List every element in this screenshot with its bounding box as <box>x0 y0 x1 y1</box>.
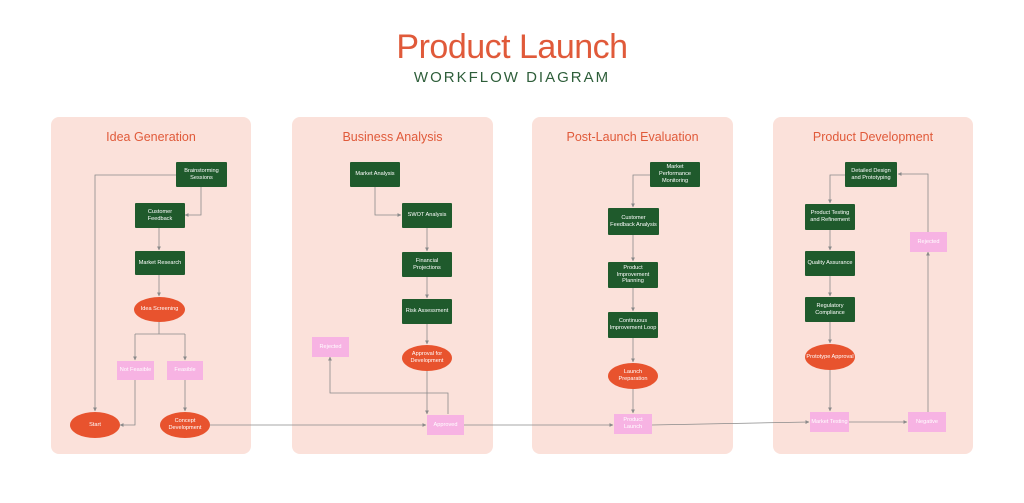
node-risk-assessment[interactable]: Risk Assessment <box>402 299 452 324</box>
node-rejected-business[interactable]: Rejected <box>312 337 349 357</box>
node-market-performance-monitoring[interactable]: Market Performance Monitoring <box>650 162 700 187</box>
node-market-testing[interactable]: Market Testing <box>810 412 849 432</box>
node-concept-development[interactable]: Concept Development <box>160 412 210 438</box>
node-feasible[interactable]: Feasible <box>167 361 203 380</box>
node-not-feasible[interactable]: Not Feasible <box>117 361 154 380</box>
node-idea-screening[interactable]: Idea Screening <box>134 297 185 322</box>
link-approved-to-rejected <box>328 356 449 414</box>
panel-title-product-development: Product Development <box>812 130 934 144</box>
page-title: Product Launch <box>396 28 628 66</box>
node-quality-assurance[interactable]: Quality Assurance <box>805 251 855 276</box>
node-negative[interactable]: Negative <box>908 412 946 432</box>
node-financial-projections[interactable]: Financial Projections <box>402 252 452 277</box>
link-product-launch-to-market-testing <box>651 420 810 426</box>
node-customer-feedback[interactable]: Customer Feedback <box>135 203 185 228</box>
node-rejected-development[interactable]: Rejected <box>910 232 947 252</box>
panel-title-post-launch-evaluation: Post-Launch Evaluation <box>566 130 699 144</box>
node-detailed-design-prototyping[interactable]: Detailed Design and Prototyping <box>845 162 897 187</box>
node-product-launch[interactable]: Product Launch <box>614 414 652 434</box>
link-design-to-testing <box>828 174 845 204</box>
link-monitoring-to-feedback-analysis <box>631 174 650 208</box>
node-approved[interactable]: Approved <box>427 415 464 435</box>
node-product-improvement-planning[interactable]: Product Improvement Planning <box>608 262 658 288</box>
node-launch-preparation[interactable]: Launch Preparation <box>608 363 658 389</box>
link-not-feasible-to-start <box>119 380 136 427</box>
link-brainstorming-to-feedback <box>184 187 202 217</box>
node-market-research[interactable]: Market Research <box>135 251 185 275</box>
node-product-testing-refinement[interactable]: Product Testing and Refinement <box>805 204 855 230</box>
node-swot-analysis[interactable]: SWOT Analysis <box>402 203 452 228</box>
node-market-analysis[interactable]: Market Analysis <box>350 162 400 187</box>
link-brainstorming-to-start <box>93 174 176 412</box>
panel-title-idea-generation: Idea Generation <box>106 130 196 144</box>
node-continuous-improvement-loop[interactable]: Continuous Improvement Loop <box>608 312 658 338</box>
node-brainstorming-sessions[interactable]: Brainstorming Sessions <box>176 162 227 187</box>
node-prototype-approval[interactable]: Prototype Approval <box>805 344 855 370</box>
panel-title-business-analysis: Business Analysis <box>342 130 443 144</box>
link-screening-split <box>135 322 185 335</box>
page-subtitle: WORKFLOW DIAGRAM <box>413 69 611 86</box>
node-customer-feedback-analysis[interactable]: Customer Feedback Analysis <box>608 208 659 235</box>
link-rejected-to-design <box>897 172 929 232</box>
link-market-analysis-to-swot <box>374 187 402 217</box>
node-regulatory-compliance[interactable]: Regulatory Compliance <box>805 297 855 322</box>
node-start[interactable]: Start <box>70 412 120 438</box>
node-approval-for-development[interactable]: Approval for Development <box>402 345 452 371</box>
